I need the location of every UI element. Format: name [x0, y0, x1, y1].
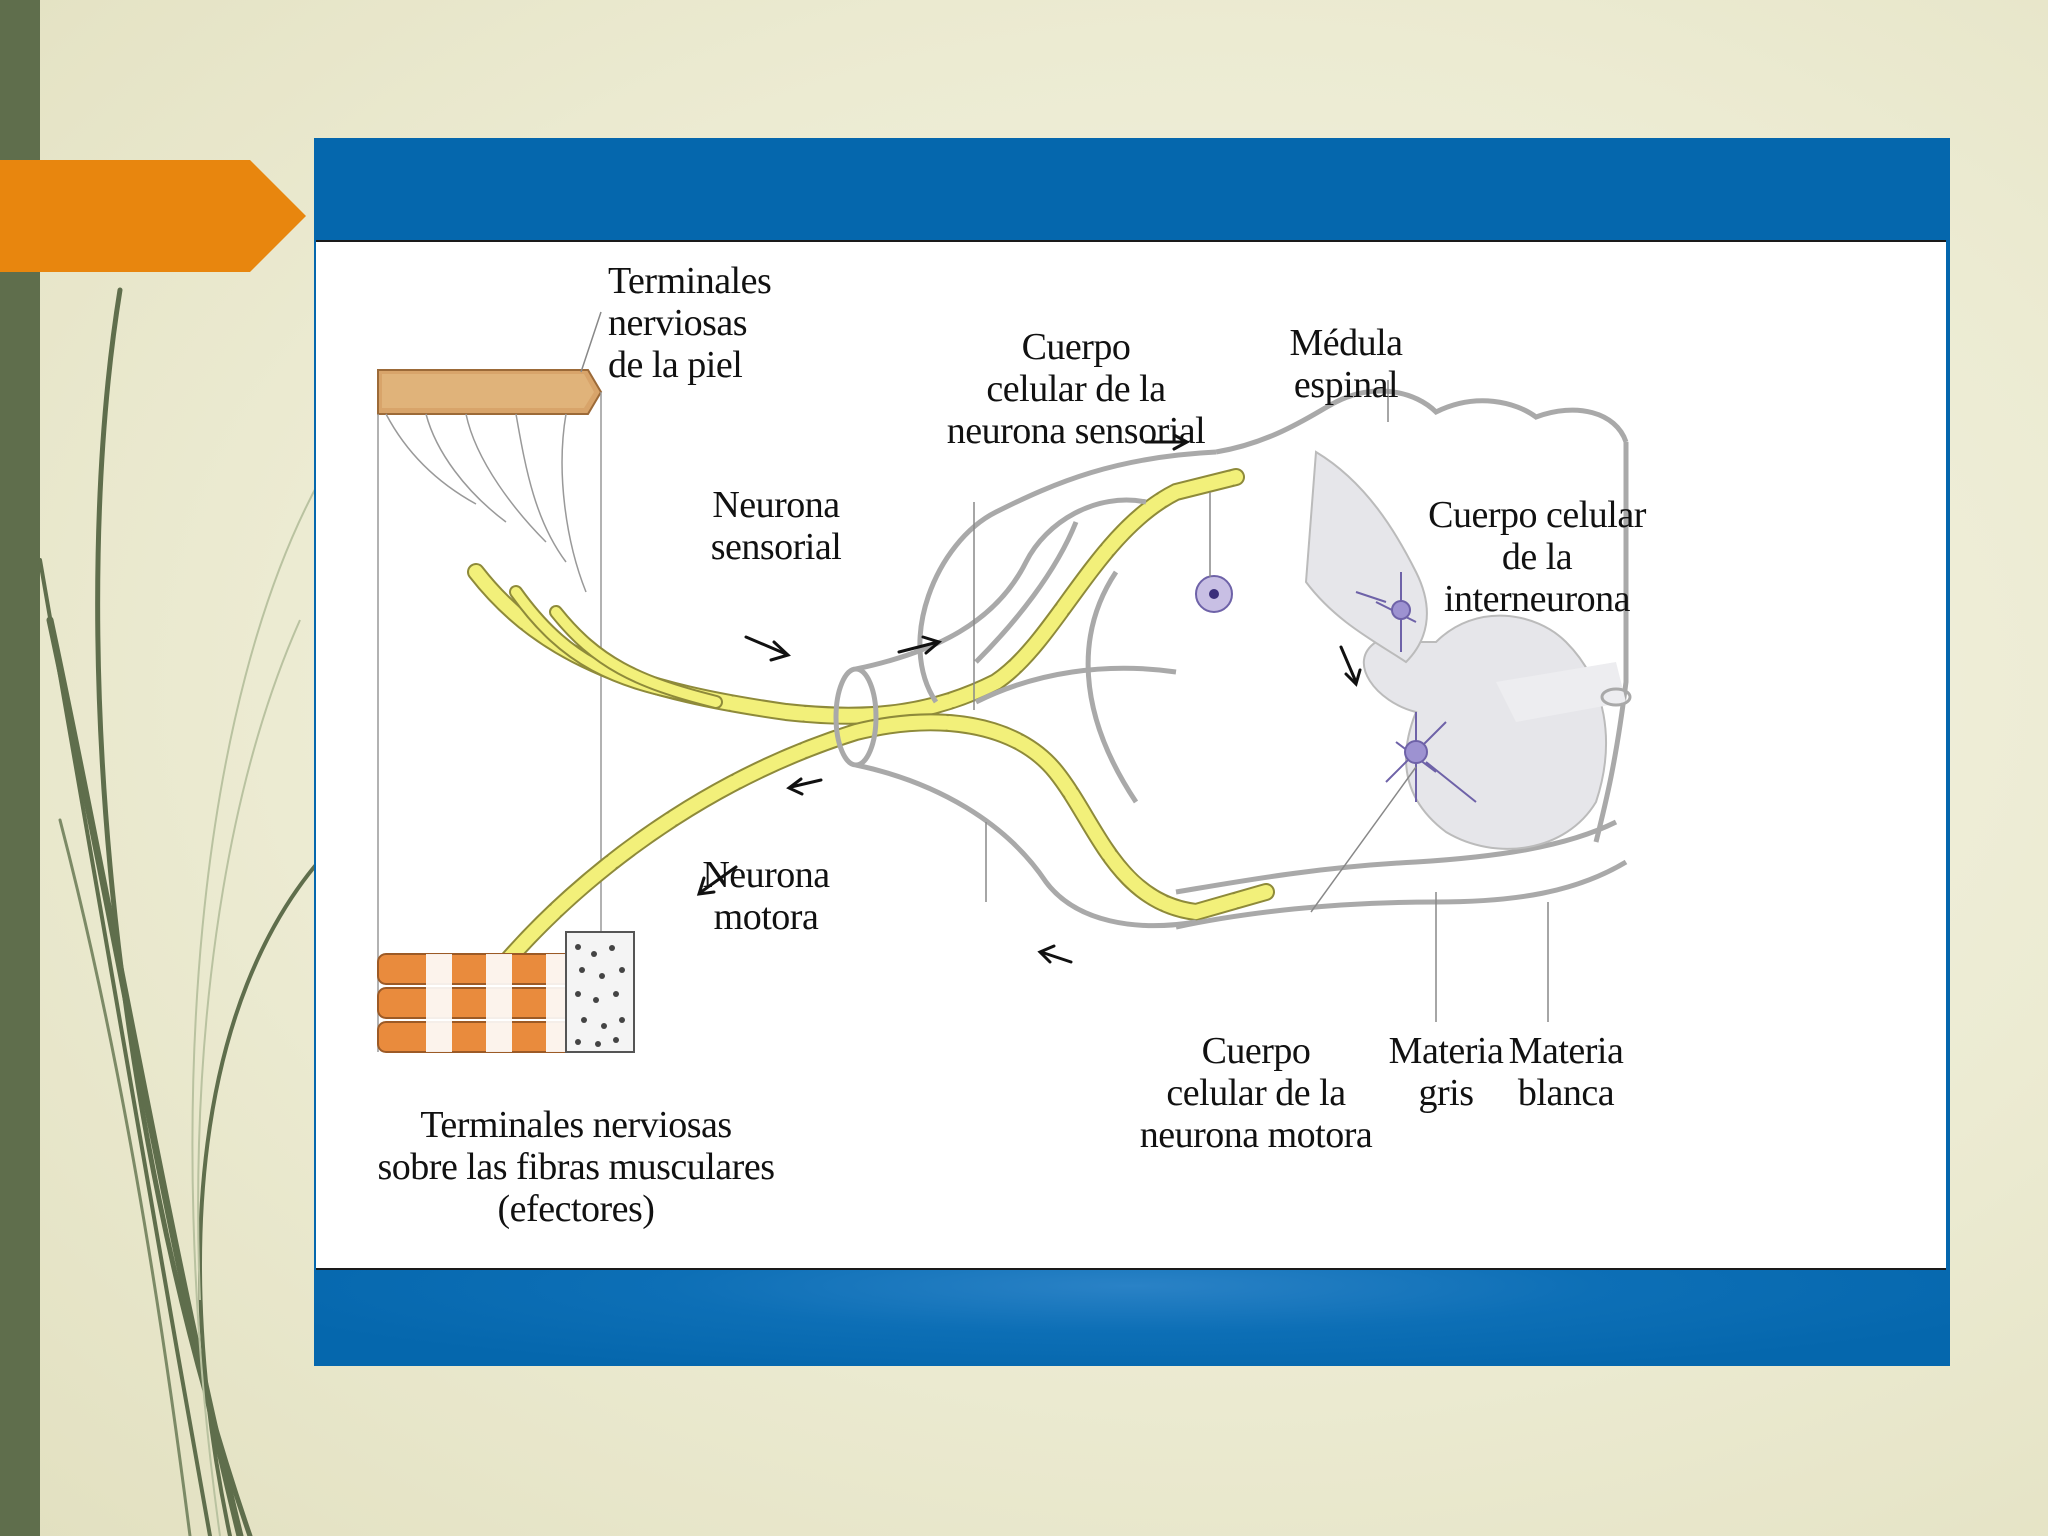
decorative-grass-lines — [38, 287, 322, 1536]
leader-lines — [580, 311, 1549, 1022]
motor-nerve-fiber — [497, 713, 1275, 971]
reflex-arc-illustration — [377, 311, 1632, 1053]
spinal-cord-outline — [917, 388, 1629, 930]
label-motor-neuron: Neurona motora — [702, 854, 830, 938]
sensory-cell-body — [1195, 575, 1233, 613]
label-spinal-cord: Médula espinal — [1289, 322, 1403, 406]
sensory-nerve-fiber — [467, 468, 1245, 725]
label-sensory-cell-body: Cuerpo celular de la neurona sensorial — [946, 326, 1206, 452]
label-sensory-neuron: Neurona sensorial — [710, 484, 842, 568]
reflex-arc-diagram: Terminales nerviosas de la piel Cuerpo c… — [316, 240, 1946, 1270]
motor-cell-body — [1385, 712, 1477, 803]
frame-bottom-band — [314, 1266, 1950, 1366]
label-muscle-terminals: Terminales nerviosas sobre las fibras mu… — [377, 1104, 776, 1230]
label-gray-matter: Materia gris — [1388, 1030, 1504, 1114]
direction-arrows — [696, 433, 1362, 964]
diagram-frame: Terminales nerviosas de la piel Cuerpo c… — [314, 138, 1950, 1366]
interneuron-cell-body — [1355, 572, 1417, 652]
label-white-matter: Materia blanca — [1508, 1030, 1624, 1114]
skin-block — [377, 369, 603, 1052]
muscle-fibers — [377, 931, 635, 1053]
label-interneuron-cell-body: Cuerpo celular de la interneurona — [1428, 494, 1646, 620]
label-skin-terminals: Terminales nerviosas de la piel — [608, 260, 772, 386]
label-motor-cell-body: Cuerpo celular de la neurona motora — [1139, 1030, 1373, 1156]
orange-arrow-tab — [0, 160, 306, 272]
